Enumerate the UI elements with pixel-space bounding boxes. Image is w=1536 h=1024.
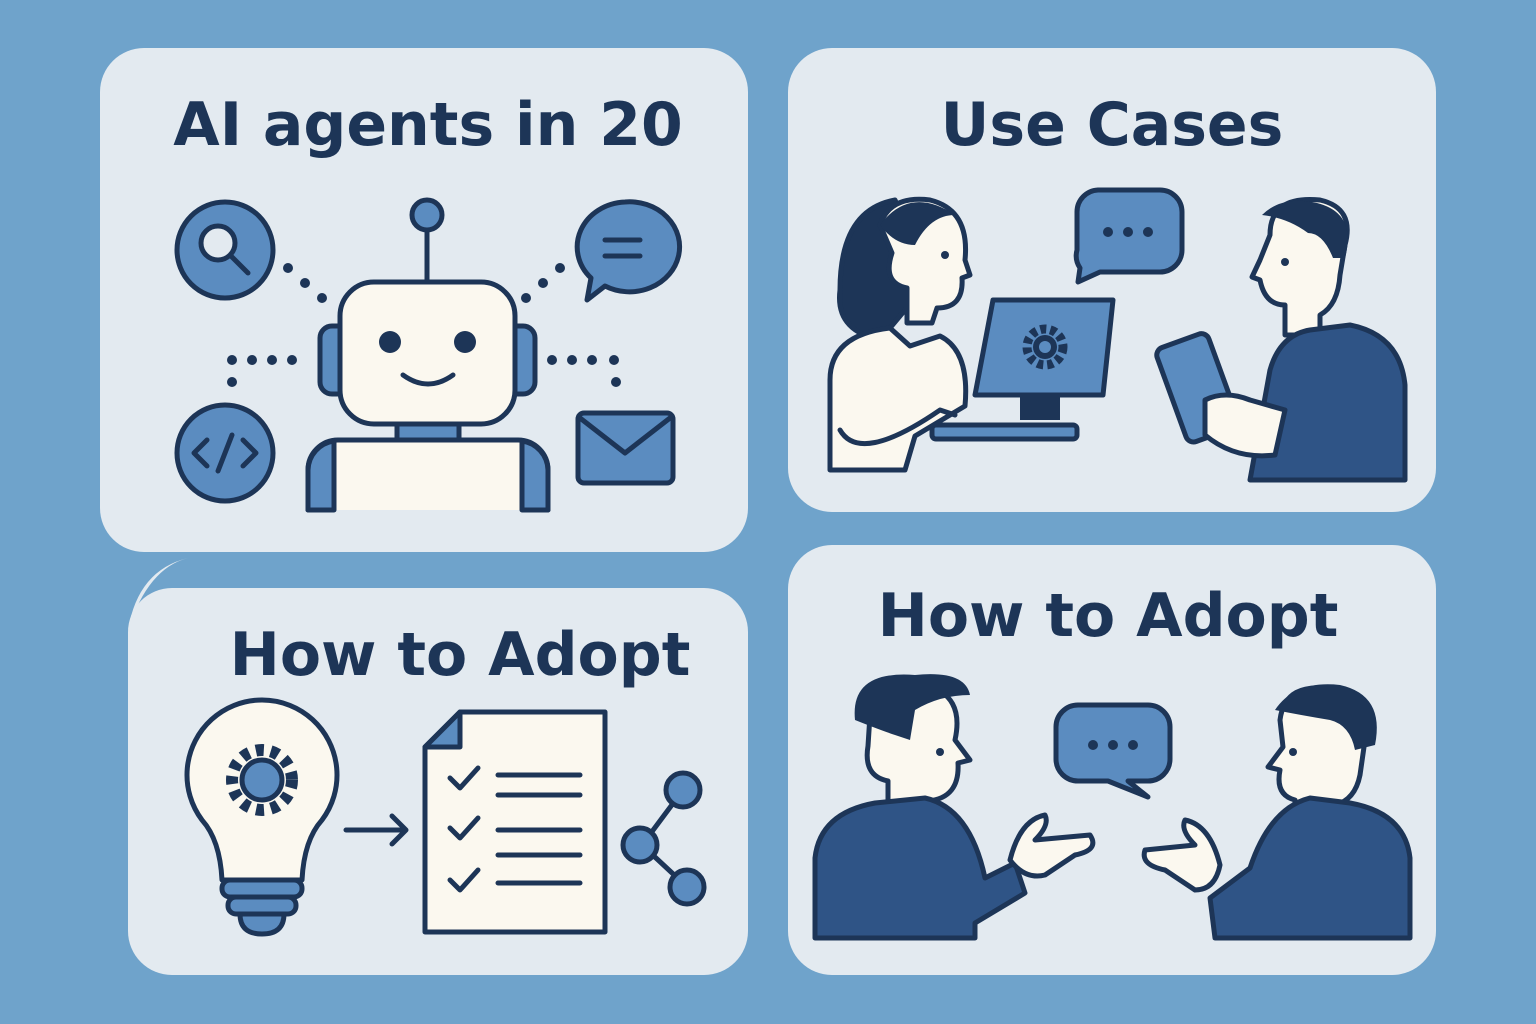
connector-dots bbox=[227, 263, 621, 387]
panel-title: Use Cases bbox=[941, 90, 1284, 160]
person-right bbox=[1141, 684, 1413, 941]
robot-icon bbox=[305, 197, 551, 513]
panel-how-to-adopt-2: How to Adopt bbox=[788, 545, 1436, 975]
panel-ai-agents: AI agents in 20 bbox=[100, 48, 748, 552]
woman-figure bbox=[827, 196, 973, 473]
laptop-icon bbox=[929, 297, 1116, 442]
chat-bubble-icon bbox=[1053, 702, 1173, 800]
man-figure bbox=[1154, 196, 1408, 483]
panel-title: How to Adopt bbox=[230, 620, 691, 690]
person-left bbox=[812, 674, 1096, 941]
arrow-right-icon bbox=[343, 813, 409, 847]
chat-icon bbox=[574, 199, 683, 303]
panel-title: How to Adopt bbox=[878, 581, 1339, 651]
search-icon bbox=[174, 199, 276, 301]
mail-icon bbox=[575, 410, 676, 486]
gear-icon bbox=[226, 744, 298, 816]
chat-bubble-icon bbox=[1073, 187, 1185, 285]
gear-icon bbox=[1022, 324, 1068, 370]
lightbulb-icon bbox=[184, 697, 340, 937]
panel-how-to-adopt-1: How to Adopt bbox=[128, 558, 748, 975]
panel-use-cases: Use Cases bbox=[788, 48, 1436, 512]
panel-title: AI agents in 20 bbox=[173, 90, 682, 160]
share-icon bbox=[620, 770, 707, 907]
code-icon bbox=[174, 402, 276, 504]
checklist-icon bbox=[422, 709, 608, 935]
